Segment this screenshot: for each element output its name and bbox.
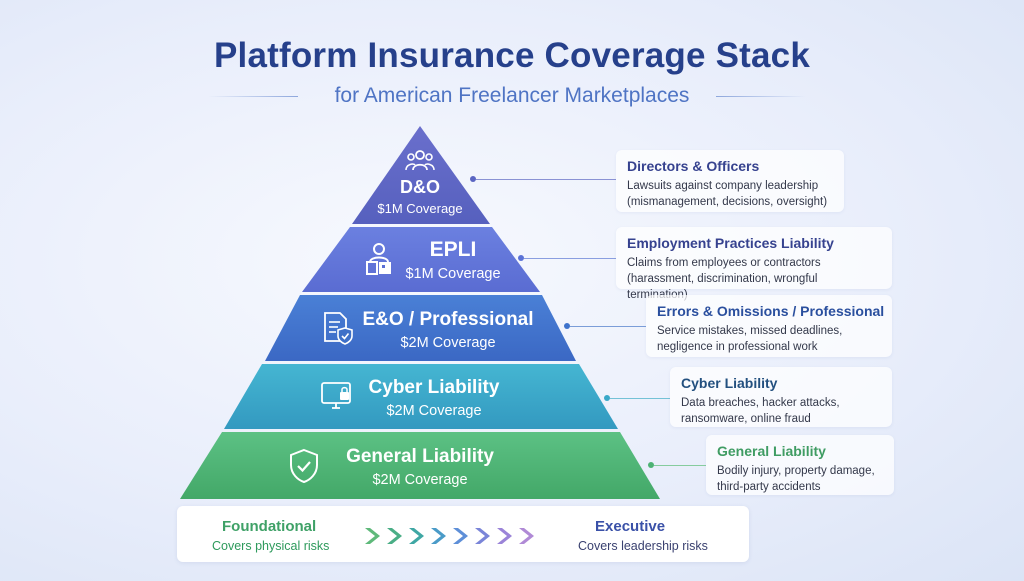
callout-cyber-liability: Cyber Liability Data breaches, hacker at… xyxy=(670,367,892,427)
connector-dot xyxy=(564,323,570,329)
tier-do: D&O $1M Coverage xyxy=(360,177,480,216)
shield-check-icon xyxy=(290,448,318,484)
connector-line xyxy=(610,398,670,399)
callout-description: Service mistakes, missed deadlines, negl… xyxy=(657,325,843,353)
monitor-lock-icon xyxy=(321,382,351,409)
page-title: Platform Insurance Coverage Stack xyxy=(214,36,810,75)
people-icon xyxy=(405,150,435,171)
risk-scale-footer: Foundational Covers physical risks Execu… xyxy=(177,506,749,562)
subtitle-rule-left xyxy=(208,96,298,97)
connector-dot xyxy=(518,255,524,261)
subtitle-rule-right xyxy=(716,96,806,97)
tier-eo-name: E&O / Professional xyxy=(362,309,534,330)
tier-general-amount: $2M Coverage xyxy=(372,472,468,488)
tier-epli: EPLI $1M Coverage xyxy=(398,238,508,282)
tier-eo: E&O / Professional $2M Coverage xyxy=(362,309,534,351)
tier-cyber-name: Cyber Liability xyxy=(368,377,500,398)
chevron-arrow-icon xyxy=(387,528,402,544)
callout-general-liability: General Liability Bodily injury, propert… xyxy=(706,435,894,495)
tier-epli-shape xyxy=(302,227,540,292)
chevron-arrow-icon xyxy=(409,528,424,544)
document-shield-icon xyxy=(324,312,353,345)
tier-cyber-amount: $2M Coverage xyxy=(386,403,482,419)
connector-line xyxy=(524,258,616,259)
connector-line xyxy=(476,179,616,180)
tier-general: General Liability $2M Coverage xyxy=(340,446,500,488)
footer-executive-title: Executive xyxy=(595,518,666,535)
connector-dot xyxy=(648,462,654,468)
page-subtitle: for American Freelancer Marketplaces xyxy=(334,84,690,107)
connector-dot xyxy=(470,176,476,182)
tier-cyber-shape xyxy=(224,364,618,429)
footer-foundational-desc: Covers physical risks xyxy=(212,539,330,553)
callout-description: Lawsuits against company leadership (mis… xyxy=(627,180,828,208)
callout-title: Employment Practices Liability xyxy=(627,235,834,251)
connector-line xyxy=(654,465,706,466)
callout-title: Directors & Officers xyxy=(627,158,760,174)
callout-title: General Liability xyxy=(717,443,826,459)
chevron-arrow-icon xyxy=(365,528,380,544)
connector-line xyxy=(570,326,646,327)
tier-do-name: D&O xyxy=(400,177,440,197)
callout-employment-practices: Employment Practices Liability Claims fr… xyxy=(616,227,892,301)
tier-eo-shape xyxy=(265,295,576,361)
callout-errors-omissions: Errors & Omissions / Professional Servic… xyxy=(646,295,892,357)
connector-dot xyxy=(604,395,610,401)
callout-description: Bodily injury, property damage, third-pa… xyxy=(717,465,875,493)
tier-do-amount: $1M Coverage xyxy=(377,201,463,216)
callout-title: Cyber Liability xyxy=(681,375,778,391)
callout-description: Data breaches, hacker attacks, ransomwar… xyxy=(681,397,840,425)
chevron-arrow-icon xyxy=(453,528,468,544)
footer-executive-desc: Covers leadership risks xyxy=(578,539,708,553)
chevron-arrow-icon xyxy=(431,528,446,544)
footer-foundational-title: Foundational xyxy=(222,518,317,535)
tier-cyber: Cyber Liability $2M Coverage xyxy=(364,377,504,419)
progression-arrows xyxy=(365,528,534,544)
chevron-arrow-icon xyxy=(497,528,512,544)
tier-do-shape xyxy=(352,126,490,224)
tier-general-name: General Liability xyxy=(346,446,494,467)
tier-epli-name: EPLI xyxy=(429,238,477,261)
employee-icon xyxy=(366,243,391,275)
callout-title: Errors & Omissions / Professional xyxy=(657,303,885,319)
chevron-arrow-icon xyxy=(475,528,490,544)
tier-eo-amount: $2M Coverage xyxy=(400,335,496,351)
tier-general-shape xyxy=(180,432,660,499)
callout-directors-officers: Directors & Officers Lawsuits against co… xyxy=(616,150,844,212)
chevron-arrow-icon xyxy=(519,528,534,544)
tier-epli-amount: $1M Coverage xyxy=(405,266,501,282)
